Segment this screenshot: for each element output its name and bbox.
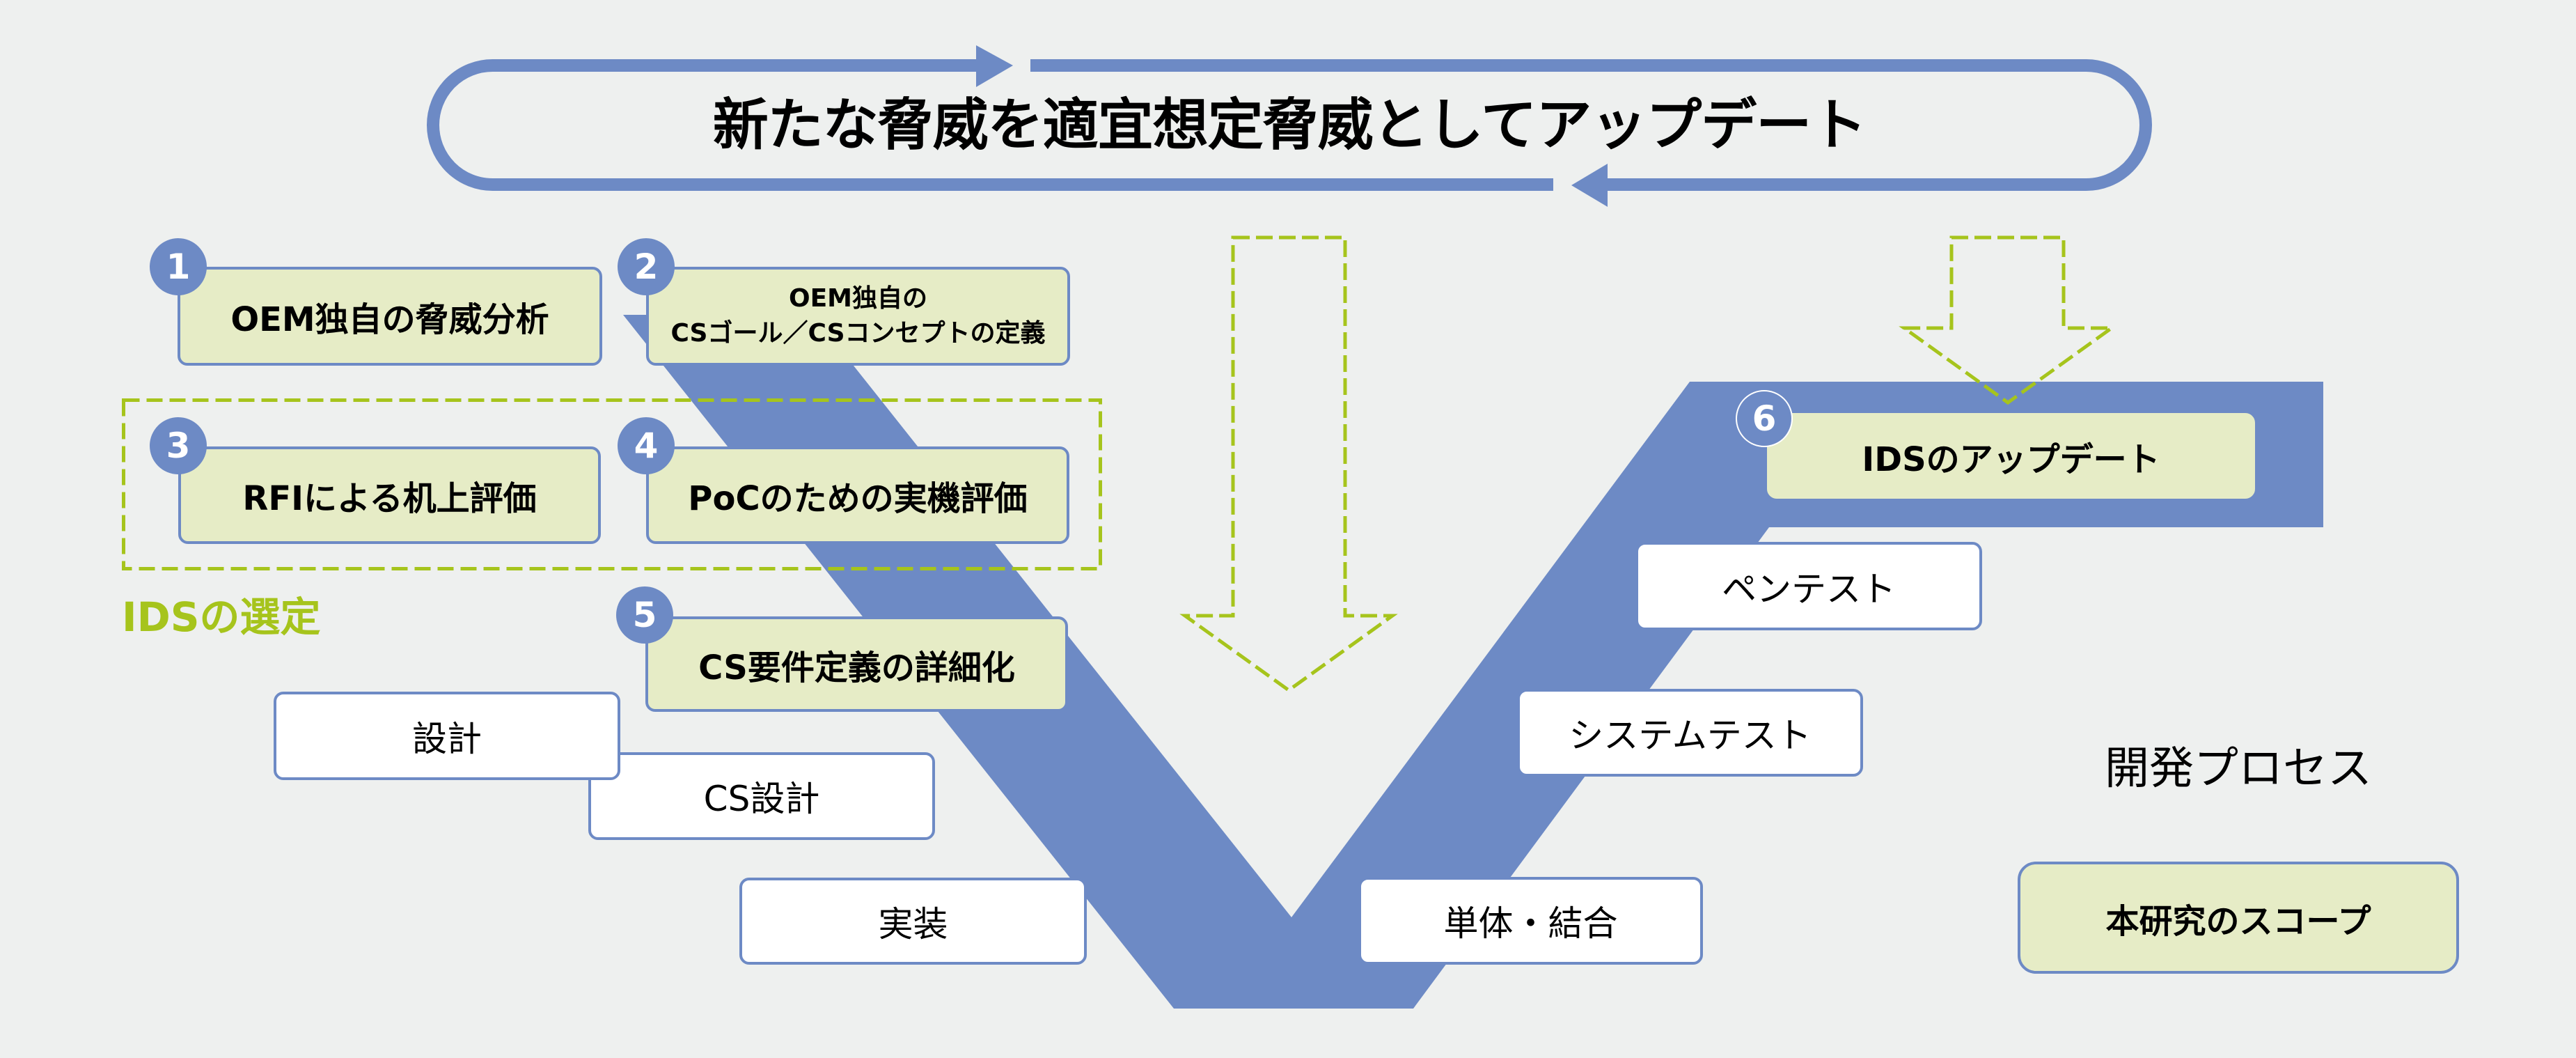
update-loop bbox=[427, 59, 2152, 191]
step-5-box: CS要件定義の詳細化 bbox=[645, 616, 1068, 712]
step-2-label-line-2: CSゴール／CSコンセプトの定義 bbox=[670, 319, 1046, 348]
loop-arrow-left-icon bbox=[1571, 164, 1608, 207]
process-label-cs-design: CS設計 bbox=[703, 779, 820, 819]
step-5-label: CS要件定義の詳細化 bbox=[698, 648, 1015, 687]
process-label-implementation: 実装 bbox=[878, 903, 948, 944]
step-2-box: OEM独自の CSゴール／CSコンセプトの定義 bbox=[646, 267, 1070, 366]
step-2-number-badge: 2 bbox=[618, 238, 675, 295]
step-5-number-badge: 5 bbox=[616, 586, 673, 644]
process-box-system-test: システムテスト bbox=[1517, 689, 1863, 777]
process-box-pentest: ペンテスト bbox=[1635, 542, 1982, 630]
loop-arrow-right-icon bbox=[976, 45, 1013, 87]
step-1-number-badge: 1 bbox=[150, 238, 207, 295]
process-label-pentest: ペンテスト bbox=[1722, 568, 1896, 609]
legend-development-process: 開発プロセス bbox=[2105, 743, 2372, 795]
process-box-implementation: 実装 bbox=[739, 878, 1087, 965]
dashed-down-arrow-icon bbox=[1899, 235, 2117, 405]
step-6-box: IDSのアップデート bbox=[1767, 413, 2255, 499]
process-box-cs-design: CS設計 bbox=[588, 752, 935, 840]
update-loop-right-segment bbox=[1030, 59, 2152, 191]
legend-research-scope-label: 本研究のスコープ bbox=[2105, 901, 2371, 941]
ids-selection-dashed-frame bbox=[122, 398, 1102, 570]
legend-research-scope: 本研究のスコープ bbox=[2018, 862, 2459, 974]
process-label-design: 設計 bbox=[412, 718, 482, 759]
step-6-label: IDSのアップデート bbox=[1862, 439, 2160, 479]
process-label-unit-integration: 単体・結合 bbox=[1443, 903, 1618, 944]
step-3-box: RFIによる机上評価 bbox=[178, 446, 601, 544]
step-1-label: OEM独自の脅威分析 bbox=[230, 300, 549, 339]
process-box-design: 設計 bbox=[274, 692, 620, 780]
process-label-system-test: システムテスト bbox=[1569, 715, 1812, 756]
step-2-label-line-1: OEM独自の bbox=[788, 284, 928, 313]
step-3-label: RFIによる机上評価 bbox=[242, 479, 537, 518]
step-4-label: PoCのための実機評価 bbox=[688, 479, 1028, 518]
step-4-box: PoCのための実機評価 bbox=[646, 446, 1069, 544]
step-6-number-badge: 6 bbox=[1736, 390, 1793, 447]
step-1-box: OEM独自の脅威分析 bbox=[178, 267, 602, 366]
step-4-number-badge: 4 bbox=[618, 417, 675, 474]
update-loop-left-segment bbox=[427, 59, 1553, 191]
update-loop-title: 新たな脅威を適宜想定脅威としてアップデート bbox=[712, 93, 1867, 157]
dashed-down-arrow-icon bbox=[1179, 235, 1398, 693]
ids-selection-label: IDSの選定 bbox=[122, 593, 321, 641]
process-box-unit-integration: 単体・結合 bbox=[1358, 877, 1703, 965]
step-3-number-badge: 3 bbox=[150, 417, 207, 474]
